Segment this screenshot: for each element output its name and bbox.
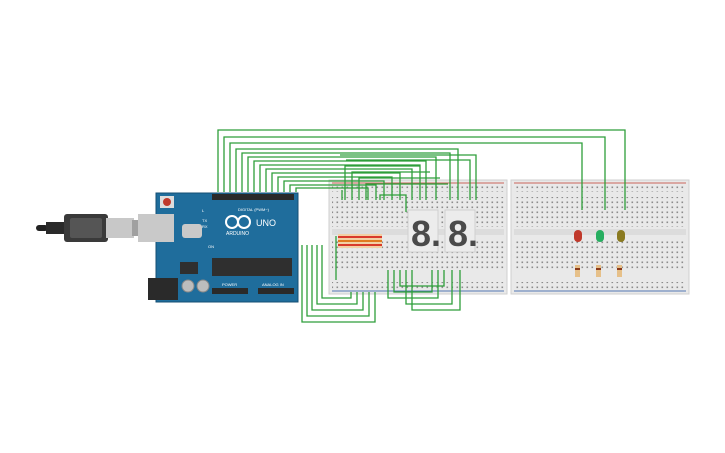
microcontroller-chip [212, 258, 292, 276]
digit-right: 8. [448, 213, 478, 254]
resistor-array[interactable] [338, 234, 382, 248]
seven-segment-right[interactable]: 8. [444, 209, 478, 254]
analog-label: ANALOG IN [262, 282, 284, 287]
digital-header[interactable] [212, 194, 294, 200]
l-label: L [202, 208, 205, 213]
resistor-red[interactable] [575, 265, 580, 277]
crystal [182, 224, 202, 238]
usb-port[interactable] [138, 214, 174, 242]
brand-label: ARDUINO [226, 231, 249, 237]
resistor-yellow[interactable] [617, 265, 622, 277]
tx-label: TX [202, 218, 207, 223]
seven-segment-left[interactable]: 8. [407, 209, 441, 254]
power-header[interactable] [212, 288, 248, 294]
digit-left: 8. [411, 213, 441, 254]
led-red[interactable] [574, 230, 582, 242]
model-label: UNO [256, 218, 276, 228]
wires[interactable] [217, 129, 626, 323]
rx-label: RX [202, 224, 208, 229]
analog-header[interactable] [258, 288, 294, 294]
resistor-green[interactable] [596, 265, 601, 277]
on-label: ON [208, 244, 214, 249]
led-yellow[interactable] [617, 230, 625, 242]
power-label: POWER [222, 282, 237, 287]
usb-cable[interactable] [36, 214, 154, 242]
digital-label: DIGITAL (PWM~) [238, 207, 270, 212]
led-green[interactable] [596, 230, 604, 242]
power-jack[interactable] [148, 278, 178, 300]
arduino-uno-board[interactable]: ARDUINO UNO DIGITAL (PWM~) POWER ANALOG … [138, 192, 299, 303]
